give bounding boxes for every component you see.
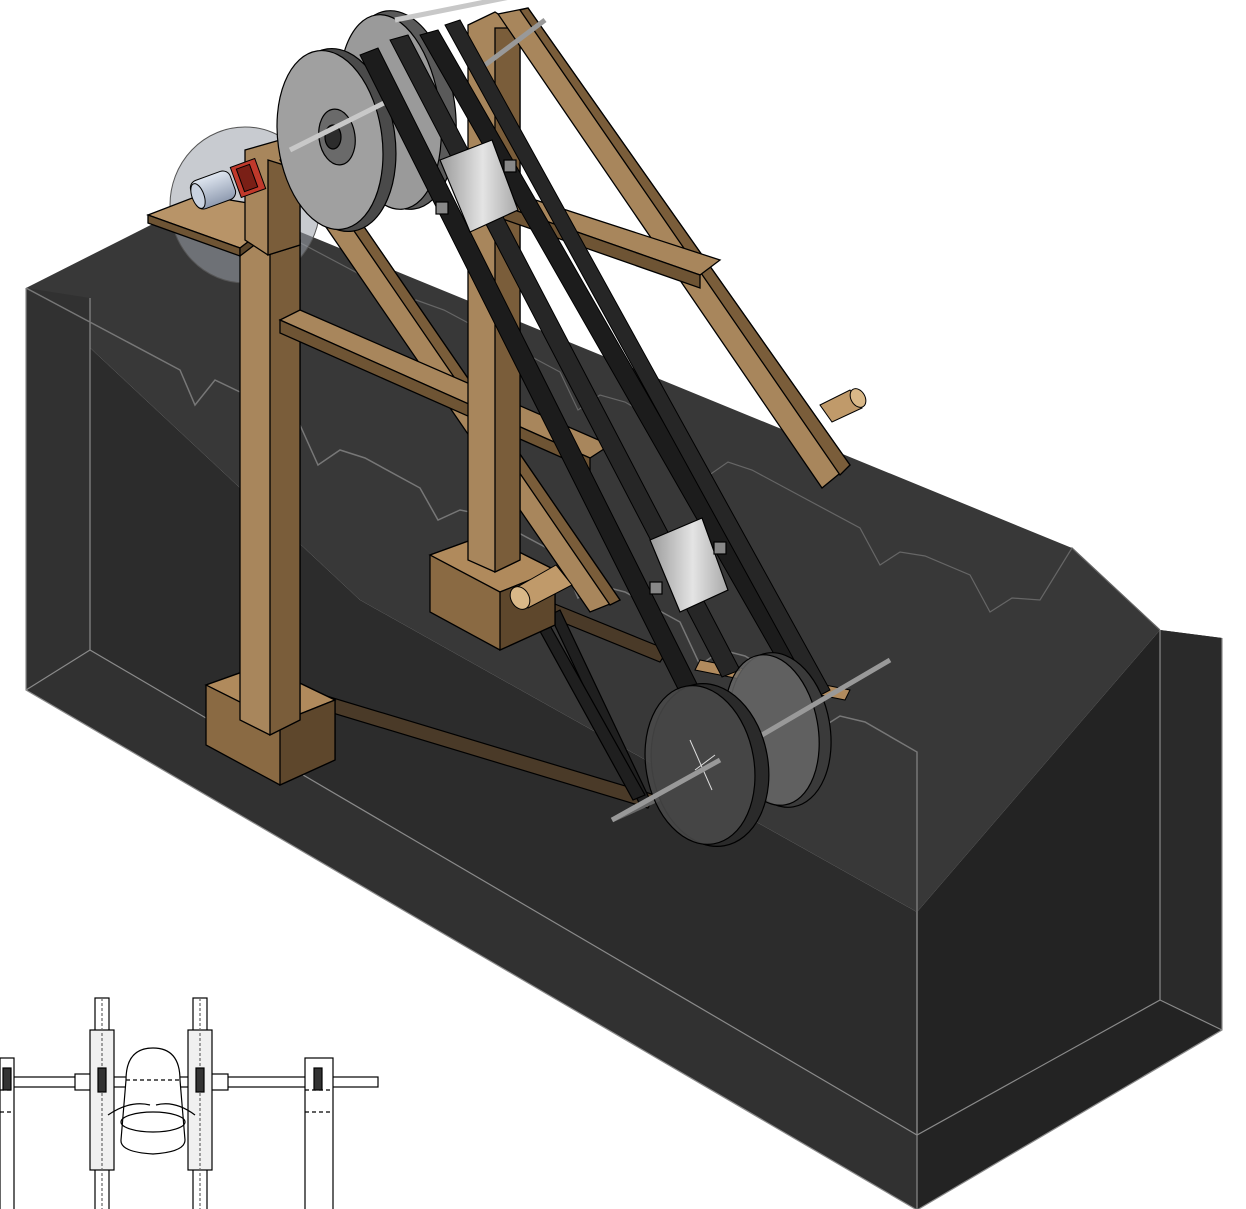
top-pulley-front — [276, 47, 402, 233]
pit-notched-rim-back — [209, 194, 1161, 631]
pit-front-band — [26, 288, 917, 1209]
pit-top-face — [26, 195, 1160, 912]
bucket-upper — [435, 139, 519, 233]
inset-column-right — [187, 997, 213, 1209]
pit-edges — [25, 288, 1223, 1209]
bottom-pulley-front — [610, 683, 770, 847]
pit-right-band — [1160, 630, 1222, 1030]
pit-end-face — [917, 630, 1222, 1209]
conveyor-bucket-icon — [435, 139, 729, 613]
belt-rear-down — [444, 19, 831, 699]
inset-column-left — [89, 997, 115, 1209]
inset-bucket — [107, 1047, 196, 1155]
bottom-pulleys — [610, 652, 892, 847]
electric-motor-icon — [189, 157, 267, 210]
inset-post-left-outer — [0, 1057, 15, 1209]
front-view-inset — [0, 997, 379, 1209]
bucket-lower — [649, 517, 729, 613]
dowel-lower — [509, 564, 573, 610]
dowel-upper-right — [819, 388, 867, 423]
left-diagonal-brace — [278, 147, 621, 613]
